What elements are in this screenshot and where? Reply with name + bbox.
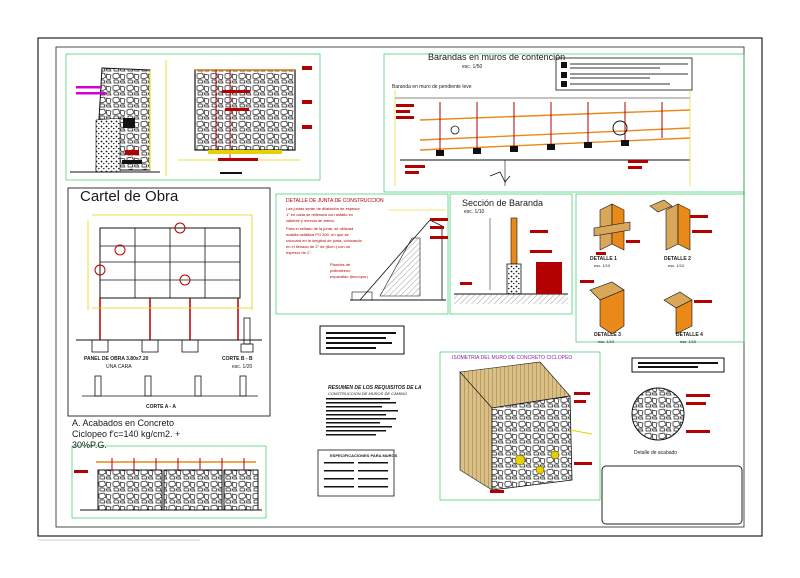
detalle-1-scale: esc. 1/10 [594,263,611,268]
especificaciones-block [317,449,395,497]
corte-b-label: CORTE B - B [222,356,253,362]
title-block [601,465,743,525]
cartel-title: Cartel de Obra [80,188,179,205]
acabado-detail-label: Detalle de acabado [634,450,678,456]
detalle-3-label: DETALLE 3 [594,332,621,338]
sub-title: Baranda en muro de pendiente leve [392,84,472,90]
detalle-4-scale: esc. 1/10 [680,339,697,344]
corte-a-label: CORTE A - A [146,404,176,410]
barandas-elevation-block [383,53,745,193]
junta-title: DETALLE DE JUNTA DE CONSTRUCCION [286,198,384,204]
main-title: Barandas en muros de contención [428,52,566,62]
isometria-block [439,351,601,501]
detalles-block [575,193,745,343]
acabado-detail-block [631,387,710,441]
junta-bullet-1: Las juntas serán de dilatación de espeso… [286,206,360,223]
notes-box-right [631,357,725,373]
especificaciones-title: ESPECIFICACIONES PARA MUROS [330,453,398,458]
wall-sections-block [65,53,321,181]
corte-b-scale: esc. 1/20 [232,364,253,370]
junta-bullet-2: Para el sellado de la junta, se utilizar… [286,226,362,255]
bottom-wall-elevation [71,445,267,519]
panel-label: PANEL DE OBRA 3.80x7.20 [84,356,149,362]
resumen-subtitle: CONSTRUCCION DE MUROS DE CAMINO [328,391,408,396]
detalle-1-label: DETALLE 1 [590,256,617,262]
panel-sub: UNA CARA [106,364,132,370]
cartel-obra-block [67,187,271,417]
resumen-block [326,398,398,436]
plancha-label: Plancha de poliestireno expandido (tecno… [330,262,368,279]
outer-border [37,37,763,537]
detalle-4-label: DETALLE 4 [676,332,703,338]
detalle-2-scale: esc. 1/10 [668,263,685,268]
junta-block [275,193,449,315]
acabados-line2: Ciclopeo f'c=140 kg/cm2. + [72,429,181,439]
resumen-title: RESUMEN DE LOS REQUISITOS DE LA [328,385,422,391]
seccion-scale: esc. 1/10 [464,209,485,215]
acabados-line1: A. Acabados en Concreto [72,418,175,428]
detalle-2-label: DETALLE 2 [664,256,691,262]
acabados-line3: 30%P.G. [72,440,107,450]
seccion-baranda-block [449,193,573,315]
notes-box-center [319,325,405,355]
seccion-title: Sección de Baranda [462,198,544,208]
detalle-3-scale: esc. 1/10 [598,339,615,344]
main-scale: esc. 1/50 [462,64,483,70]
isometria-title: ISOMETRIA DEL MURO DE CONCRETO CICLOPEO [452,355,573,361]
